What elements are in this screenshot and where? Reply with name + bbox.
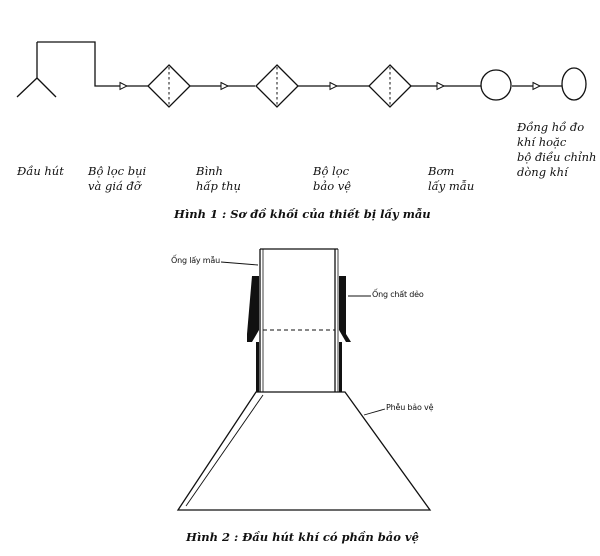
protective-filter-symbol [368,64,412,108]
funnel-leader [363,408,386,416]
sampling-pump-symbol [480,69,512,101]
flow-arrow [532,81,542,91]
label-flow-meter: Đồng hồ đo khí hoặc bộ điều chỉnh dòng k… [517,120,597,179]
callout-lines [220,261,386,416]
flow-meter-symbol [561,67,587,101]
flow-arrow [329,81,339,91]
label-dust-filter: Bộ lọc bụi và giá đỡ [88,164,147,193]
label-intake-head: Đầu hút [17,164,64,178]
flow-arrow [119,81,129,91]
callout-protective-funnel: Phễu bảo vệ [386,403,434,412]
sampling-tube [259,248,339,392]
sampling-tube-leader [220,261,259,266]
label-absorption-flask: Bình hấp thụ [196,164,241,193]
intake-tube [37,41,120,87]
callout-plastic-tube: Ống chất dẻo [372,290,424,299]
flow-arrow [436,81,446,91]
intake-head-symbol [16,42,57,98]
absorption-flask-symbol [255,64,299,108]
protective-funnel [176,391,432,511]
callout-sampling-tube: Ống lấy mẫu [171,256,220,265]
label-sampling-pump: Bơm lấy mẫu [428,164,475,193]
plastic-tube [247,276,351,392]
flow-arrow [220,81,230,91]
label-protective-filter: Bộ lọc bảo vệ [313,164,352,193]
dust-filter-symbol [147,64,191,108]
funnel-inner-wall [185,394,264,507]
figure1-caption: Hình 1 : Sơ đồ khối của thiết bị lấy mẫu [174,207,431,221]
flow-arrows [119,81,542,91]
figure2-caption: Hình 2 : Đầu hút khí có phần bảo vệ [186,530,419,544]
